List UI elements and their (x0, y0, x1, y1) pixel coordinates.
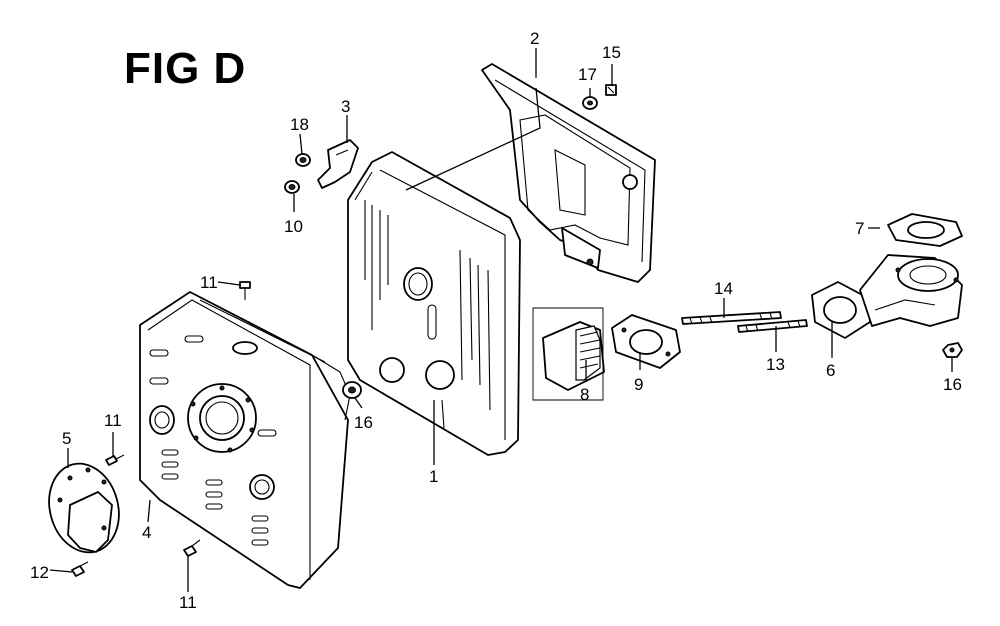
part-5-exhaust-deflector (48, 462, 120, 554)
callout-8: 8 (580, 385, 589, 404)
figure-title: FIG D (124, 44, 247, 93)
callout-17: 17 (578, 65, 597, 84)
callout-5: 5 (62, 429, 71, 448)
callout-6: 6 (826, 361, 835, 380)
protector-louvers (161, 449, 269, 546)
part-17-washer (582, 96, 598, 110)
callout-10: 10 (284, 217, 303, 236)
part-9-gasket (611, 314, 681, 369)
callout-12: 12 (30, 563, 49, 582)
callout-9: 9 (634, 375, 643, 394)
callout-14: 14 (714, 279, 733, 298)
part-1-muffler-body (347, 151, 521, 456)
callout-2: 2 (530, 29, 539, 48)
part-7-flange-gasket (887, 213, 963, 247)
part-2-heat-shield (481, 63, 656, 283)
part-10-nut (284, 180, 300, 194)
part-13-stud (737, 319, 808, 333)
part-3-clip (317, 139, 359, 189)
callout-labels: 1 2 3 4 5 6 7 8 9 10 11 11 11 12 13 14 1… (30, 29, 962, 612)
part-11-screw-bottom (183, 539, 201, 557)
part-11-screw-left (105, 454, 125, 466)
part-11-screw-top (239, 281, 251, 300)
callout-11-top: 11 (200, 273, 218, 292)
callout-11-bottom: 11 (179, 593, 197, 612)
callout-18: 18 (290, 115, 309, 134)
callout-15: 15 (602, 43, 621, 62)
part-16-nut-right (942, 342, 963, 358)
callout-7: 7 (855, 219, 864, 238)
callout-4: 4 (142, 523, 151, 542)
part-6-exhaust-elbow (811, 254, 963, 339)
part-14-stud (681, 311, 782, 325)
leader-lines (49, 48, 953, 592)
part-4-muffler-protector (139, 291, 351, 589)
part-8-screen (532, 307, 605, 401)
callout-13: 13 (766, 355, 785, 374)
part-16-nut-left (342, 381, 362, 399)
part-18-nut (295, 153, 311, 167)
part-12-screw (71, 561, 89, 577)
callout-11-left: 11 (104, 411, 122, 430)
callout-16-left: 16 (354, 413, 373, 432)
part-15-bolt (605, 84, 617, 96)
callout-1: 1 (429, 467, 438, 486)
callout-3: 3 (341, 97, 350, 116)
callout-16-right: 16 (943, 375, 962, 394)
